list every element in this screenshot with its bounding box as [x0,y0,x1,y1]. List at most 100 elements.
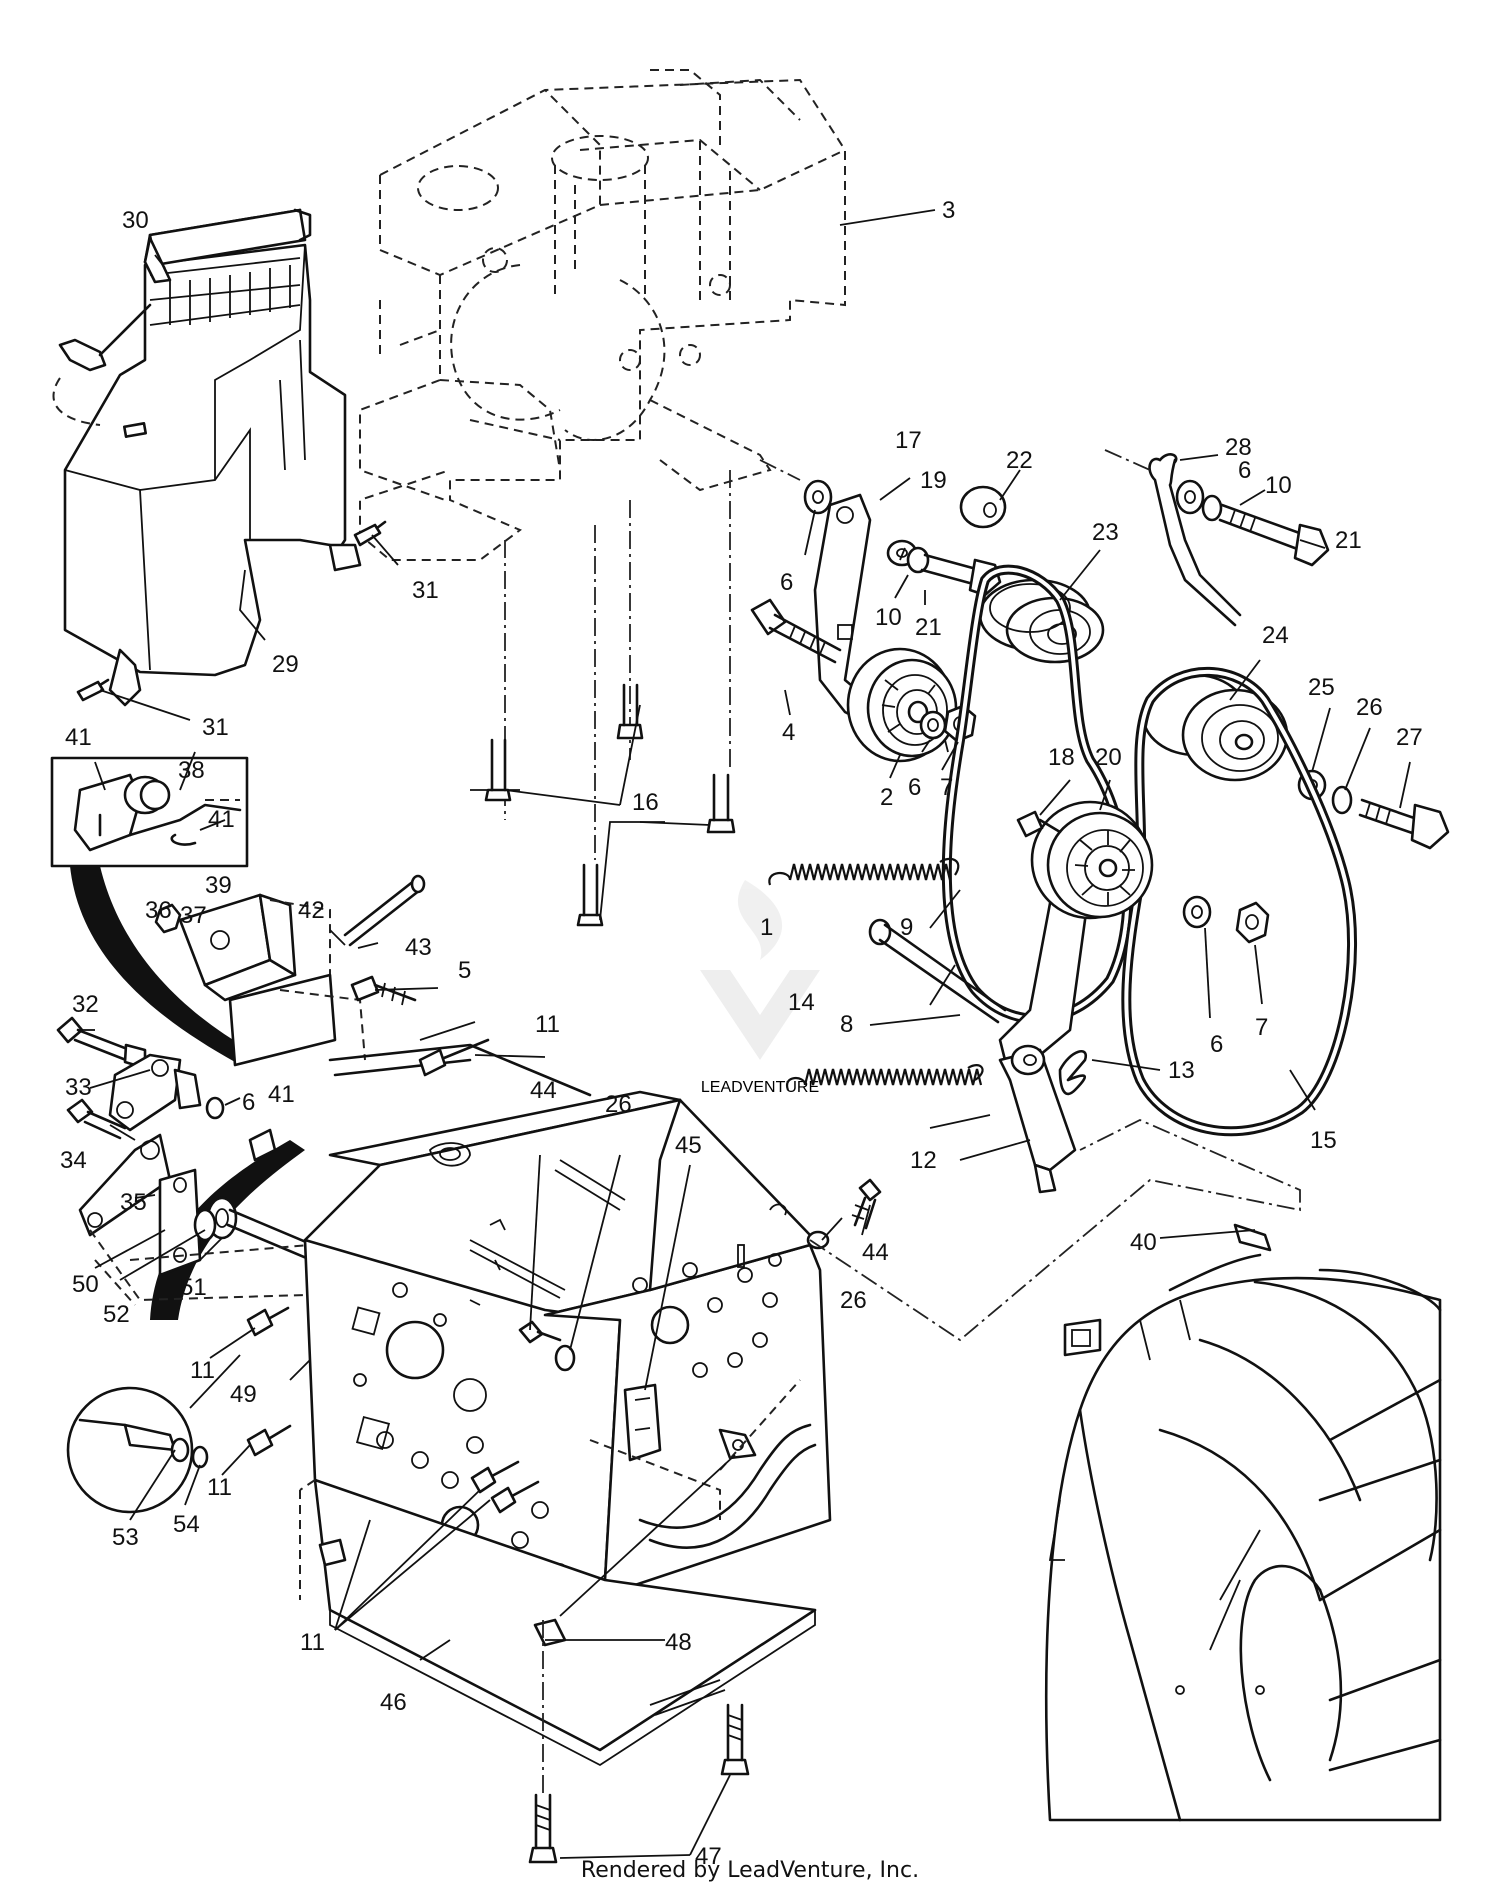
bolt-21-right [1218,503,1330,567]
callout-22: 22 [1006,447,1033,474]
callout-29: 29 [272,651,299,678]
nut-36 [154,903,182,934]
plate-50 [158,1168,202,1277]
washer-6-right [1175,479,1205,515]
callout-10-right: 10 [1265,472,1292,499]
callout-11-left-mid: 11 [190,1357,215,1384]
bolt-4 [750,598,842,664]
callout-30: 30 [122,207,149,234]
callout-17: 17 [895,427,922,454]
callout-46: 46 [380,1689,407,1716]
washer-6-left [205,1096,225,1120]
callout-6-pulley2: 6 [908,774,921,801]
callout-24: 24 [1262,622,1289,649]
callout-36: 36 [145,897,172,924]
bolt-11-left-low [246,1424,292,1457]
callout-12: 12 [910,1147,937,1174]
callout-18: 18 [1048,744,1075,771]
callout-11-upper: 11 [535,1011,560,1038]
callout-41-box-top: 41 [65,724,92,751]
nut-7-right [1235,901,1270,944]
callout-26-frame-left: 26 [605,1091,632,1118]
callout-8: 8 [840,1011,853,1038]
callout-19: 19 [920,467,947,494]
bracket-45 [623,1383,662,1462]
callout-43: 43 [405,934,432,961]
ring-26-frame [806,1230,830,1250]
auger-housing-40 [809,1119,1442,1822]
shroud-assembly [52,208,387,707]
callout-39: 39 [205,872,232,899]
callout-33: 33 [65,1074,92,1101]
callout-26-right: 26 [1356,694,1383,721]
bolt-11-upper [418,1038,490,1077]
callout-11-left-low: 11 [207,1474,232,1501]
footer-credit: Rendered by LeadVenture, Inc. [580,1858,920,1883]
bolt-34 [66,1098,127,1140]
callout-9: 9 [900,914,913,941]
bolt-44-upper [851,1178,882,1230]
callout-45: 45 [675,1132,702,1159]
callout-13: 13 [1168,1057,1195,1084]
bolts-11-center [470,1460,540,1514]
washer-6-pulley2 [919,710,947,740]
callout-53: 53 [112,1524,139,1551]
link-33 [108,1053,202,1132]
callout-25: 25 [1308,674,1335,701]
washer-6-right2 [1182,895,1212,929]
bolt-11-left-mid [246,1306,290,1337]
callout-6-top-right: 6 [1238,457,1251,484]
bolt-47-right [720,1703,750,1776]
callout-41-box-right: 41 [208,806,235,833]
bolt-44-left [518,1320,562,1344]
spacer-22 [959,485,1007,529]
callout-34: 34 [60,1147,87,1174]
callout-4: 4 [782,719,795,746]
pulley-23 [978,578,1105,664]
callout-7-pulley2: 7 [940,774,953,801]
bracket-37-39 [178,893,331,1005]
callout-11-center: 11 [300,1629,325,1656]
detail-box-38 [50,756,249,868]
callout-49: 49 [230,1381,257,1408]
callout-44-right: 44 [862,1239,889,1266]
callout-20: 20 [1095,744,1122,771]
pulley-2 [846,647,958,763]
hairpin-13 [1058,1050,1088,1096]
lockwasher-10-right [1201,494,1223,522]
callout-26-frame-right: 26 [840,1287,867,1314]
callout-44-left: 44 [530,1077,557,1104]
callout-50: 50 [72,1271,99,1298]
leader-lines [80,209,1411,1859]
cable-bundle [589,1379,817,1549]
bolt-16-c [576,863,604,927]
spring-1 [768,857,960,886]
callout-6-engine: 6 [780,569,793,596]
callout-41-left: 41 [268,1081,295,1108]
pulley-20 [1030,800,1154,920]
callout-40: 40 [1130,1229,1157,1256]
callout-6-right: 6 [1210,1031,1223,1058]
callout-31-lower: 31 [202,714,229,741]
frame-49 [303,1090,832,1597]
pin-8 [868,918,1007,1024]
callout-51: 51 [180,1274,207,1301]
engine-outline [359,69,846,860]
callout-15: 15 [1310,1127,1337,1154]
callout-3: 3 [942,197,955,224]
callout-labels: 3 30 31 29 31 41 38 41 17 22 28 6 10 21 … [60,197,1423,1870]
link-35 [78,1133,172,1237]
bolt-27 [1358,798,1450,850]
lockwasher-10-left [906,546,930,574]
callout-32: 32 [72,991,99,1018]
callout-2: 2 [880,784,893,811]
callout-35: 35 [120,1189,147,1216]
callout-10-left: 10 [875,604,902,631]
callout-52: 52 [103,1301,130,1328]
callout-21-right: 21 [1335,527,1362,554]
callout-28: 28 [1225,434,1252,461]
callout-47: 47 [695,1843,722,1870]
watermark-text: LEADVENTURE [701,1079,819,1096]
ring-26-left [554,1344,576,1372]
bolt-31-upper [353,520,387,547]
